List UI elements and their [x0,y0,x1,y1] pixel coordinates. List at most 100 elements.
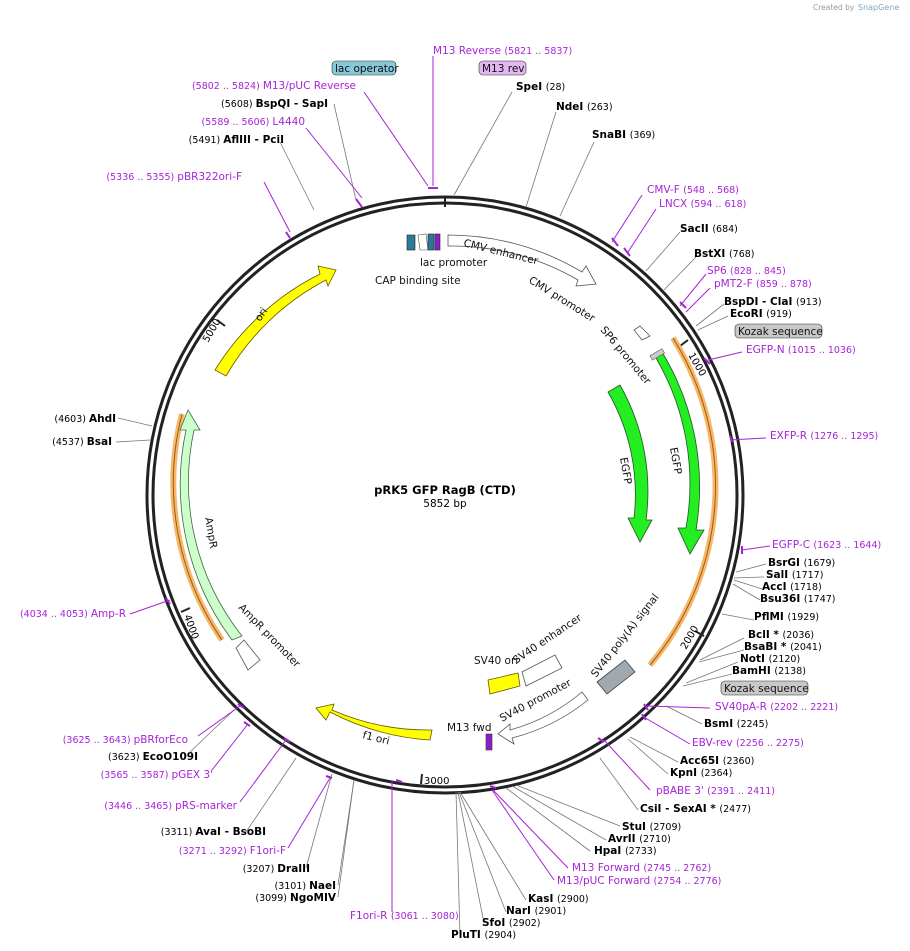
enzyme-label: BsaBI * (2041) [744,641,822,653]
egfp-orf-line [649,337,716,666]
enzyme-label: (5608) BspQI - SapI [221,98,328,110]
kozak-label-1: Kozak sequence [738,326,823,338]
enzyme-label: (4603) AhdI [54,413,116,425]
primer-label: M13/pUC Forward (2754 .. 2776) [557,875,721,887]
enzyme-label: SacII (684) [680,223,738,235]
enzyme-label: (4537) BsaI [52,436,112,448]
enzyme-label: Acc65I (2360) [680,755,754,767]
m13-fwd-label: M13 fwd [447,722,492,734]
primer-ticks [165,187,743,789]
primer-label: EBV-rev (2256 .. 2275) [692,737,804,749]
enzyme-label: NotI (2120) [740,653,800,665]
ampr-arrow [179,409,243,641]
ampr-promoter-arrow [235,639,261,671]
primer-label: M13 Forward (2745 .. 2762) [572,862,711,874]
lac-operator-box [331,60,397,76]
enzyme-label: BstXI (768) [694,248,754,260]
kozak-label-2: Kozak sequence [724,683,809,695]
enzyme-label: BsmI (2245) [704,718,768,730]
enzyme-label: BclI * (2036) [748,629,814,641]
lac-promoter-label: lac promoter [420,257,488,269]
egfp-outer-label: EGFP [667,446,684,475]
ori-arrow [214,265,337,377]
enzyme-label: CsiI - SexAI * (2477) [640,803,751,815]
sv40-polya-block [596,659,636,695]
primer-label: EGFP-C (1623 .. 1644) [772,539,881,551]
primer-label: (5336 .. 5355) pBR322ori-F [106,171,242,183]
ampr-label: AmpR [202,516,219,549]
primer-label: CMV-F (548 .. 568) [647,184,739,196]
enzyme-label: (3311) AvaI - BsoBI [161,826,266,838]
primer-label: (5802 .. 5824) M13/pUC Reverse [192,80,356,92]
primer-label: SP6 (828 .. 845) [707,265,786,277]
m13-rev-box [478,60,527,76]
enzyme-label: PluTI (2904) [451,929,516,941]
lac-promoter-arrow [417,233,429,251]
sv40-promoter-arrow [497,691,589,745]
primer-label: LNCX (594 .. 618) [659,198,746,210]
tick-marks [180,197,705,785]
m13-fwd-block [485,733,493,751]
enzyme-label: BsrGI (1679) [768,557,835,569]
enzyme-label: SalI (1717) [766,569,823,581]
enzyme-label: AvrII (2710) [608,833,671,845]
enzyme-label: HpaI (2733) [594,845,657,857]
primer-label: pMT2-F (859 .. 878) [714,278,812,290]
tick-2000: 2000 [679,624,701,652]
kozak-box-2 [720,680,809,696]
sv40-ori-block [487,672,521,695]
enzyme-label: KpnI (2364) [670,767,732,779]
sv40-ori-label: SV40 ori [474,655,518,667]
cap-binding-block [406,234,416,251]
f1-ori-arrow [315,703,433,741]
primer-leader-lines [129,56,771,912]
enzyme-label: BspDI - ClaI (913) [724,296,822,308]
m13-rev-block [434,233,441,251]
enzyme-label: SfoI (2902) [482,917,541,929]
primer-label: (3565 .. 3587) pGEX 3' [101,769,213,781]
tick-3000: 3000 [424,776,449,787]
plasmid-length: 5852 bp [423,498,467,510]
plasmid-name: pRK5 GFP RagB (CTD) [374,483,516,497]
primer-label: SV40pA-R (2202 .. 2221) [715,701,838,713]
sv40-enhancer-block [521,654,563,687]
primer-label: M13 Reverse (5821 .. 5837) [433,45,572,57]
credit-text: Created by [813,3,855,12]
enzyme-label: SpeI (28) [516,81,565,93]
enzyme-label: SnaBI (369) [592,129,655,141]
enzyme-labels: SpeI (28)NdeI (263)SnaBI (369)SacII (684… [52,81,835,941]
enzyme-label: (3101) NaeI [274,880,336,892]
kozak-box-1 [734,323,823,339]
enzyme-label: (3623) EcoO109I [108,751,198,763]
primer-labels: M13 Reverse (5821 .. 5837) (5802 .. 5824)… [20,45,881,922]
primer-label: (3446 .. 3465) pRS-marker [104,800,237,812]
primer-label: (4034 .. 4053) Amp-R [20,608,126,620]
ampr-orf-line [172,413,223,641]
primer-label: F1ori-R (3061 .. 3080) [350,910,459,922]
enzyme-label: PflMI (1929) [754,611,819,623]
lac-operator-label: lac operator [335,63,399,75]
kozak-marker [649,348,665,361]
enzyme-label: StuI (2709) [622,821,681,833]
primer-label: EXFP-R (1276 .. 1295) [770,430,878,442]
primer-label: EGFP-N (1015 .. 1036) [746,344,856,356]
primer-label: (3625 .. 3643) pBRforEco [63,734,188,746]
credit-brand: SnapGene [858,3,899,12]
enzyme-label: (3099) NgoMIV [255,892,336,904]
enzyme-label: EcoRI (919) [730,308,792,320]
enzyme-label: NarI (2901) [506,905,566,917]
enzyme-label: (5491) AflIII - PciI [189,134,284,146]
enzyme-label: (3207) DraIII [243,863,310,875]
enzyme-leader-lines [115,91,767,936]
lac-operator-block [427,233,435,251]
enzyme-label: Bsu36I (1747) [760,593,836,605]
enzyme-label: AccI (1718) [762,581,822,593]
egfp-inner-label: EGFP [617,456,634,485]
cap-site-label: CAP binding site [375,275,461,287]
cmv-enhancer-arrow [447,234,597,287]
primer-label: (5589 .. 5606) L4440 [202,116,305,128]
sp6-promoter-arrow [633,325,651,341]
m13-rev-label: M13 rev [482,63,525,75]
